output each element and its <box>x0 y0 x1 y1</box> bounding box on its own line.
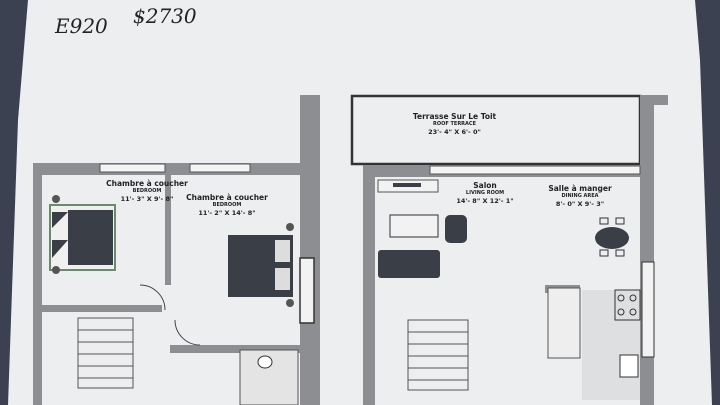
coffee-table <box>389 214 439 238</box>
closet <box>299 257 315 324</box>
nightstand-icon <box>286 223 294 231</box>
armchair-icon <box>445 215 467 243</box>
stairs <box>407 319 469 391</box>
kitchen-floor <box>582 290 640 400</box>
room-dimensions: 23'- 4" X 6'- 0" <box>428 127 481 136</box>
nightstand-icon <box>286 299 294 307</box>
bed-icon <box>68 210 113 265</box>
handwritten-price: $2730 <box>133 4 197 28</box>
roof-terrace <box>350 94 642 166</box>
stairs <box>77 317 134 389</box>
stove-icon <box>614 289 641 321</box>
room-name-en: ROOF TERRACE <box>433 121 476 128</box>
tv-icon <box>393 183 421 187</box>
pillow-icon <box>275 268 290 290</box>
nightstand-icon <box>52 266 60 274</box>
sink-icon <box>257 355 273 369</box>
room-dimensions: 14'- 8" X 12'- 1" <box>456 196 514 205</box>
room-label-dining-area: Salle à manger DINING AREA 8'- 0" X 9'- … <box>540 184 620 208</box>
kitchen-sink-icon <box>619 354 639 378</box>
room-name: Salle à manger <box>548 184 612 193</box>
room-label-roof-terrace: Terrasse Sur Le Toit ROOF TERRACE 23'- 4… <box>402 112 507 136</box>
closet <box>641 261 655 358</box>
chair-icon <box>599 217 625 257</box>
pillow-icon <box>52 212 68 228</box>
door-swing <box>174 319 201 346</box>
handwritten-unit: E920 <box>55 14 108 38</box>
room-dimensions: 8'- 0" X 9'- 3" <box>555 199 605 208</box>
sofa-icon <box>378 250 440 278</box>
pillow-icon <box>52 240 68 258</box>
room-name-en: BEDROOM <box>132 188 162 195</box>
room-label-bedroom-1: Chambre à coucher BEDROOM 11'- 3" X 9'- … <box>92 179 202 203</box>
door-swing <box>139 284 166 311</box>
window <box>99 163 166 173</box>
pillow-icon <box>275 240 290 262</box>
kitchen-counter <box>547 287 581 359</box>
room-name-en: LIVING ROOM <box>465 190 505 197</box>
window <box>189 163 251 173</box>
room-dimensions: 11'- 2" X 14'- 8" <box>198 208 256 217</box>
room-name: Chambre à coucher <box>106 179 188 188</box>
nightstand-icon <box>52 195 60 203</box>
room-name-en: DINING AREA <box>561 193 599 200</box>
room-name: Terrasse Sur Le Toit <box>412 112 497 121</box>
window <box>429 165 641 175</box>
room-label-bedroom-2: Chambre à coucher BEDROOM 11'- 2" X 14'-… <box>172 193 282 217</box>
room-name-en: BEDROOM <box>212 202 242 209</box>
room-dimensions: 11'- 3" X 9'- 8" <box>120 194 174 203</box>
room-name: Chambre à coucher <box>186 193 268 202</box>
room-name: Salon <box>473 181 497 190</box>
dining-table-icon <box>595 227 629 249</box>
room-label-living-room: Salon LIVING ROOM 14'- 8" X 12'- 1" <box>440 181 530 205</box>
